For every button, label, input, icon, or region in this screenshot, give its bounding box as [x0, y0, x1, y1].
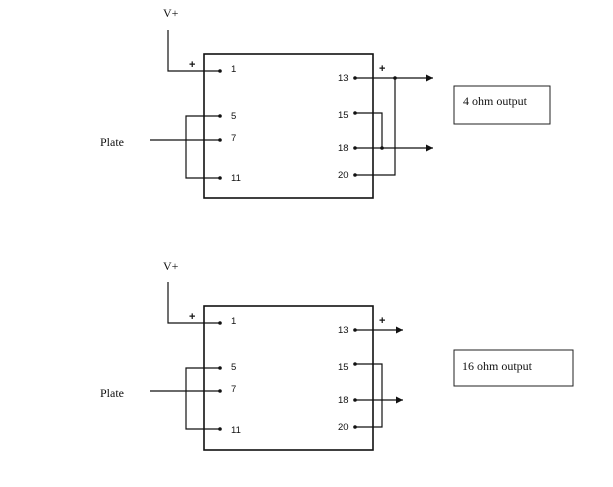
pin-label-18: 18 [338, 143, 349, 154]
pin-dot-5 [218, 114, 222, 118]
pin-label-13: 13 [338, 73, 349, 84]
primary-plus-sign: + [189, 311, 195, 323]
pin-label-11: 11 [231, 173, 241, 184]
pin-label-15: 15 [338, 110, 349, 121]
pin-label-13: 13 [338, 325, 349, 336]
pin-label-15: 15 [338, 362, 349, 373]
supply-label: V+ [163, 6, 179, 20]
pin-dot-1 [218, 321, 222, 325]
pin-label-5: 5 [231, 362, 236, 373]
pin-label-1: 1 [231, 64, 236, 75]
junction-dot [380, 146, 384, 150]
pin-label-20: 20 [338, 422, 349, 433]
pin-dot-1 [218, 69, 222, 73]
primary-plus-sign: + [189, 59, 195, 71]
transformer-box [203, 53, 374, 199]
pin-dot-7 [218, 389, 222, 393]
pin-dot-7 [218, 138, 222, 142]
secondary-plus-sign: + [379, 315, 385, 327]
supply-wire [167, 282, 220, 324]
primary-strap-5-11 [185, 115, 220, 179]
pin-label-18: 18 [338, 395, 349, 406]
pin-dot-11 [218, 427, 222, 431]
junction-dot [393, 76, 397, 80]
secondary-plus-sign: + [379, 63, 385, 75]
output-label: 16 ohm output [462, 359, 533, 373]
pin-label-5: 5 [231, 111, 236, 122]
secondary-strap-15-20 [355, 363, 383, 428]
plate-label: Plate [100, 135, 124, 149]
pin-label-20: 20 [338, 170, 349, 181]
supply-label: V+ [163, 259, 179, 273]
pin-label-7: 7 [231, 133, 236, 144]
pin-label-7: 7 [231, 384, 236, 395]
pin-dot-5 [218, 366, 222, 370]
wiring-diagram-4-ohm: V+ Plate + 1 5 7 11 13 15 18 20 + [100, 6, 551, 199]
wiring-diagram-16-ohm: V+ Plate + 1 5 7 11 13 15 18 20 + 16 ohm… [100, 259, 574, 451]
output-label-box [453, 85, 551, 125]
secondary-strap-13-20 [355, 78, 396, 176]
secondary-strap-15-18 [355, 112, 383, 148]
supply-wire [167, 30, 220, 72]
output-label: 4 ohm output [463, 94, 528, 108]
pin-label-1: 1 [231, 316, 236, 327]
transformer-box [203, 305, 374, 451]
plate-label: Plate [100, 386, 124, 400]
output-label-box [453, 349, 574, 387]
pin-label-11: 11 [231, 425, 241, 436]
pin-dot-11 [218, 176, 222, 180]
primary-strap-5-11 [185, 367, 220, 430]
